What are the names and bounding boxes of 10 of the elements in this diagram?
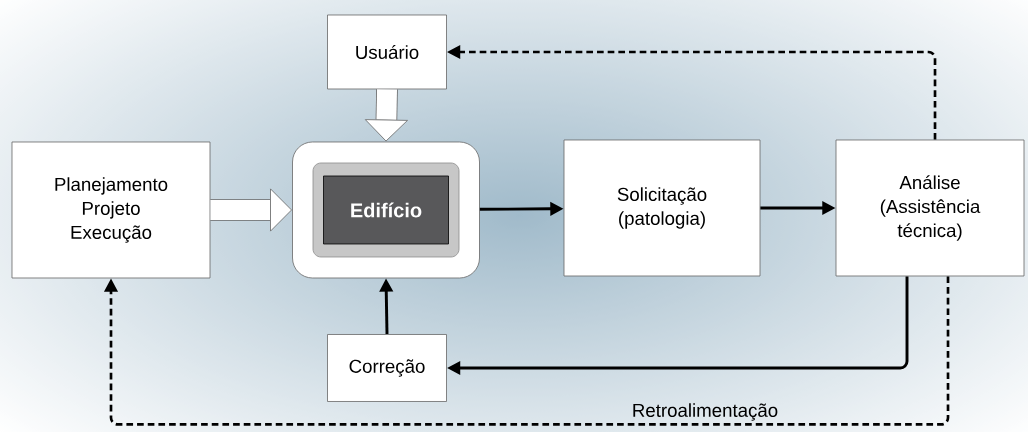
block-arrow (364, 89, 408, 142)
building-box: Edifício (312, 162, 460, 258)
block-arrow (210, 188, 292, 232)
process-box: Planejamento Projeto Execução (11, 141, 211, 279)
edge-label: Retroalimentação (633, 403, 778, 421)
process-box: Correção (327, 334, 447, 402)
process-box: Análise (Assistência técnica) (835, 139, 1025, 277)
process-box: Usuário (327, 14, 447, 90)
process-box: Solicitação (patologia) (563, 139, 761, 277)
dashed-arrow (103, 276, 950, 426)
